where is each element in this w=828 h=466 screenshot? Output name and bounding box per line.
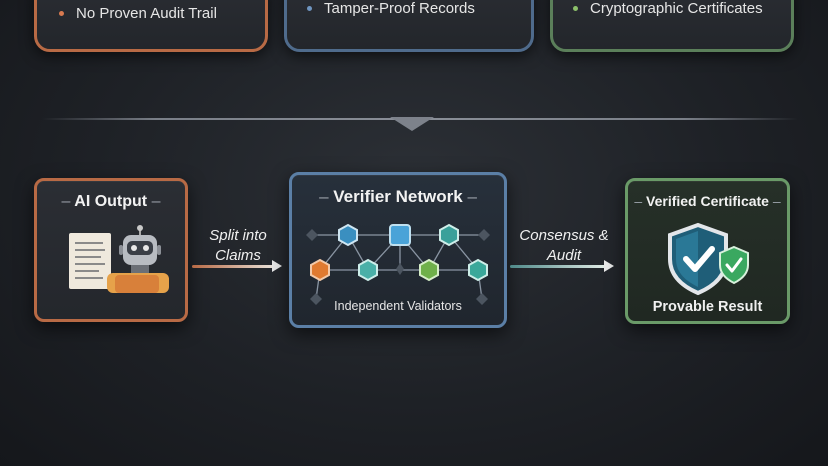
arrow-right-icon: [604, 260, 614, 272]
verifier-title-text: Verifier Network: [333, 187, 463, 206]
certificate-title: – Verified Certificate –: [628, 193, 787, 209]
consensus-audit-label: Consensus & Audit: [516, 226, 612, 266]
issue-card-audit-trail: No Proven Audit Trail: [34, 0, 268, 52]
document-robot-icon: [69, 225, 169, 293]
ai-output-title-text: AI Output: [74, 193, 148, 210]
certificate-caption: Provable Result: [652, 299, 763, 315]
title-dash-right: –: [151, 193, 161, 210]
title-dash-right: –: [772, 193, 781, 209]
title-dash-left: –: [61, 193, 71, 210]
bullet-icon: [307, 6, 312, 11]
shield-check-icon: [668, 222, 749, 296]
feature-card-certificates: Cryptographic Certificates: [550, 0, 794, 52]
split-line1: Split into: [209, 227, 267, 244]
feature-label: Tamper-Proof Records: [324, 0, 475, 17]
verifier-title: – Verifier Network –: [292, 187, 504, 207]
consensus-line1: Consensus &: [519, 227, 609, 244]
flow-arrow-line-2: [510, 265, 606, 268]
issue-label: No Proven Audit Trail: [76, 5, 217, 22]
verified-certificate-card: – Verified Certificate – Provable Result: [625, 178, 790, 324]
verifier-caption: Independent Validators: [334, 299, 462, 313]
title-dash-left: –: [634, 193, 643, 209]
ai-output-title: – AI Output –: [37, 193, 185, 211]
title-dash-left: –: [319, 187, 329, 206]
feature-label: Cryptographic Certificates: [590, 0, 763, 17]
arrow-right-icon: [272, 260, 282, 272]
validator-network-icon: [306, 223, 490, 305]
bullet-icon: [59, 11, 64, 16]
feature-card-records: Tamper-Proof Records: [284, 0, 534, 52]
flow-arrow-line-1: [192, 265, 274, 268]
divider-arrow-icon: [390, 117, 434, 131]
bullet-icon: [573, 6, 578, 11]
certificate-title-text: Verified Certificate: [646, 193, 769, 209]
split-claims-label: Split into Claims: [196, 226, 280, 266]
consensus-line2: Audit: [546, 247, 582, 264]
ai-output-card: – AI Output –: [34, 178, 188, 322]
title-dash-right: –: [467, 187, 477, 206]
verifier-network-card: – Verifier Network – Indepen: [289, 172, 507, 328]
split-line2: Claims: [215, 247, 261, 264]
